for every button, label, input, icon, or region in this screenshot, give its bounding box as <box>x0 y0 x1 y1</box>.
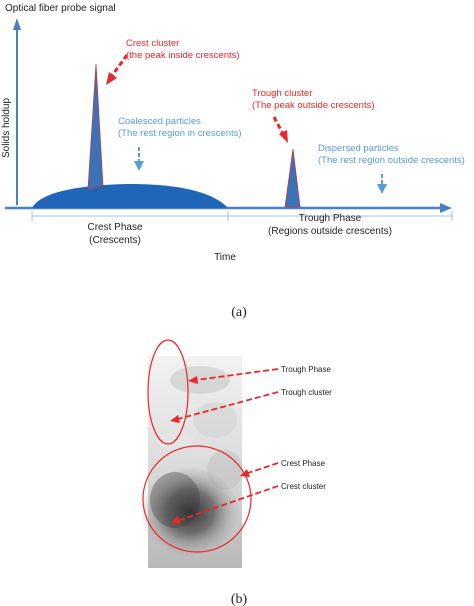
b-crest-phase-label: Crest Phase <box>281 459 326 468</box>
crest-cluster-arrowhead-b <box>171 516 181 524</box>
trough-phase-label: Trough Phase <box>299 213 362 224</box>
crest-phase-arrowhead <box>240 469 250 477</box>
trough-cluster-arrowhead-b <box>170 415 180 423</box>
crest-phase-bracket <box>31 211 229 221</box>
trough-cluster-label: Trough cluster <box>252 88 312 99</box>
trough-cluster-peak <box>284 148 301 208</box>
trough-phase-arrow <box>195 368 279 381</box>
b-trough-cluster-label: Trough cluster <box>281 388 332 397</box>
panel-b: Trough Phase Trough cluster Crest Phase … <box>142 339 332 606</box>
x-axis-label: Time <box>214 252 236 263</box>
trough-phase-ellipse <box>147 339 189 445</box>
coalesced-label: Coalesced particles <box>118 116 201 127</box>
trough-cluster-arrowhead <box>279 130 288 143</box>
y-axis-label: Solids holdup <box>1 98 12 158</box>
crest-cluster-arrowhead <box>106 72 117 85</box>
crest-cluster-arrow-b <box>179 485 279 521</box>
trough-phase-desc: (Regions outside crescents) <box>268 226 392 237</box>
crest-phase-ellipse <box>142 445 252 553</box>
probe-image <box>142 356 243 568</box>
crest-phase-label: Crest Phase <box>87 222 142 233</box>
trough-cluster-arrow <box>272 116 285 135</box>
y-axis-arrowhead <box>13 18 21 30</box>
dispersed-desc: (The rest region outside crescents) <box>318 155 465 166</box>
y-axis-title: Optical fiber probe signal <box>5 3 116 14</box>
panel-a-label: (a) <box>231 305 247 320</box>
crest-cluster-arrow <box>109 54 129 78</box>
x-axis-arrowhead <box>440 203 452 213</box>
trough-cluster-desc: (The peak outside crescents) <box>252 100 375 111</box>
dispersed-label: Dispersed particles <box>318 143 399 154</box>
coalesced-arrowhead <box>134 161 144 171</box>
b-trough-phase-label: Trough Phase <box>281 365 332 374</box>
trough-phase-arrowhead <box>188 376 198 384</box>
trough-phase-bracket <box>228 211 453 221</box>
panel-a: Optical fiber probe signal Solids holdup… <box>1 3 465 320</box>
crest-cluster-peak <box>87 63 104 190</box>
b-crest-cluster-label: Crest cluster <box>281 482 326 491</box>
dispersed-arrowhead <box>377 184 387 194</box>
crest-cluster-desc: (the peak inside crescents) <box>126 50 240 61</box>
coalesced-desc: (The rest region in crescents) <box>118 128 242 139</box>
crest-cluster-label: Crest cluster <box>126 38 179 49</box>
crest-phase-arrow <box>247 462 279 474</box>
crest-phase-desc: (Crescents) <box>89 235 141 246</box>
trough-cluster-arrow-b <box>177 391 279 420</box>
crest-dome <box>32 184 228 208</box>
panel-b-label: (b) <box>231 592 248 606</box>
